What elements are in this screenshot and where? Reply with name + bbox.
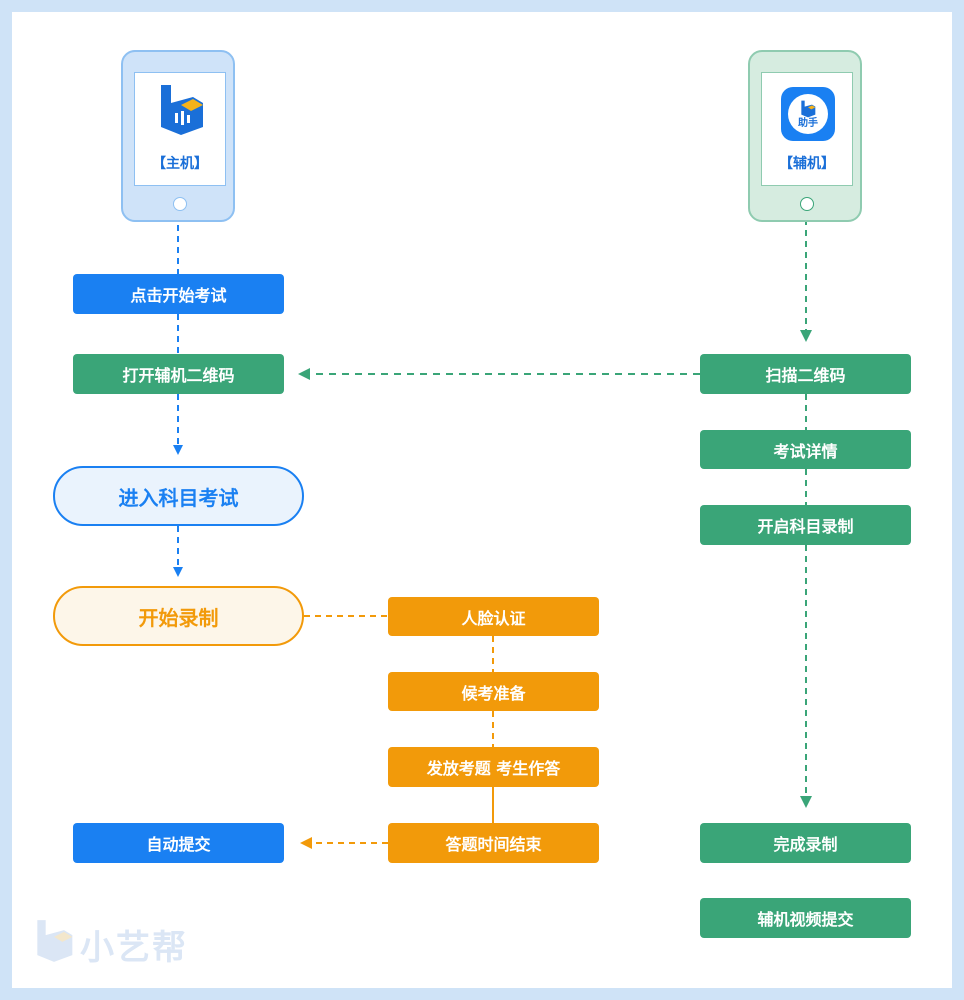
helper-icon-text: 助手 [798,117,818,129]
face-verify-step: 人脸认证 [388,597,599,636]
submit-video-step: 辅机视频提交 [700,898,911,938]
start-exam-step: 点击开始考试 [73,274,284,314]
primary-phone-screen: 【主机】 [134,72,226,186]
scan-qr-step: 扫描二维码 [700,354,911,394]
watermark-text: 小艺帮 [80,928,188,968]
helper-app-icon: 助手 [781,87,835,141]
wait-exam-step: 候考准备 [388,672,599,711]
start-recording-step: 开始录制 [53,586,304,646]
primary-phone: 【主机】 [121,50,235,222]
enter-exam-step: 进入科目考试 [53,466,304,526]
secondary-device-label: 【辅机】 [779,156,835,172]
finish-recording-step: 完成录制 [700,823,911,863]
exam-detail-step: 考试详情 [700,430,911,469]
watermark-logo-icon [37,920,73,962]
helper-logo-icon [801,100,816,117]
time-end-step: 答题时间结束 [388,823,599,863]
secondary-home-button [800,197,814,211]
start-subject-recording-step: 开启科目录制 [700,505,911,545]
secondary-phone-screen: 助手 【辅机】 [761,72,853,186]
auto-submit-step: 自动提交 [73,823,284,863]
issue-questions-step: 发放考题 考生作答 [388,747,599,787]
primary-device-label: 【主机】 [152,156,208,172]
primary-home-button [173,197,187,211]
secondary-phone: 助手 【辅机】 [748,50,862,222]
xiaoyibang-logo-icon [161,85,203,135]
open-qr-step: 打开辅机二维码 [73,354,284,394]
